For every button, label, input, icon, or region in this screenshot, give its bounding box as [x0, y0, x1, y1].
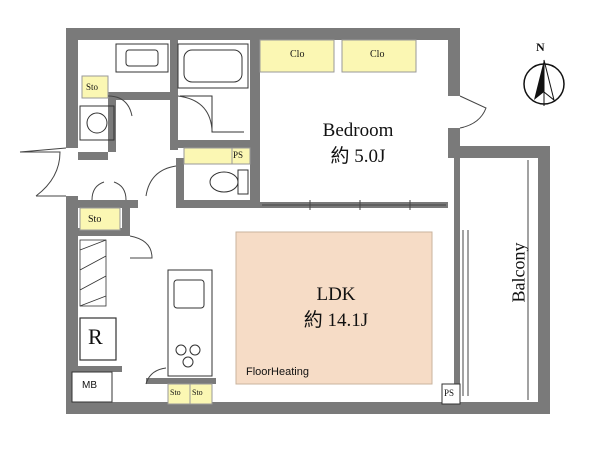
storage-entry-label: Sto	[88, 214, 102, 225]
ldk-size: 約 14.1J	[303, 310, 369, 331]
bedroom-label: Bedroom 約 5.0J	[298, 118, 418, 170]
pipe-space-balcony-box	[441, 383, 461, 405]
toilet	[209, 169, 249, 195]
storage-kitchen-2-label: Sto	[192, 388, 203, 397]
ldk-floor-heating-area	[235, 231, 433, 385]
interior-walls	[78, 40, 460, 402]
compass-icon	[523, 59, 565, 106]
refrigerator-label: R	[88, 324, 103, 349]
washing-machine	[79, 105, 115, 141]
pipe-space-balcony-label: PS	[444, 388, 455, 398]
ldk-name: LDK	[316, 284, 356, 305]
doors	[19, 95, 487, 385]
shoe-cabinet	[79, 239, 107, 307]
meter-box-label: MB	[82, 380, 97, 391]
bathtub	[177, 43, 249, 133]
compass-north-label: N	[536, 40, 545, 54]
outer-walls	[66, 28, 550, 414]
sliding-partition	[262, 200, 446, 210]
storage-bath-label: Sto	[86, 82, 99, 92]
washbasin	[115, 43, 169, 73]
meter-box	[71, 371, 113, 403]
closets	[79, 39, 417, 405]
storage-kitchen-1-label: Sto	[170, 388, 181, 397]
bedroom-name: Bedroom	[322, 120, 394, 141]
closet-right-label: Clo	[370, 49, 385, 60]
balcony-window	[462, 160, 529, 400]
bedroom-size: 約 5.0J	[330, 146, 386, 167]
floor-heating-label: FloorHeating	[246, 366, 309, 378]
closet-left-label: Clo	[290, 49, 305, 60]
kitchen-counter	[167, 269, 213, 377]
ldk-label: LDK 約 14.1J	[276, 282, 396, 334]
pipe-space-toilet-label: PS	[233, 150, 244, 160]
balcony-label: Balcony	[508, 242, 529, 303]
refrigerator-space	[79, 317, 117, 361]
